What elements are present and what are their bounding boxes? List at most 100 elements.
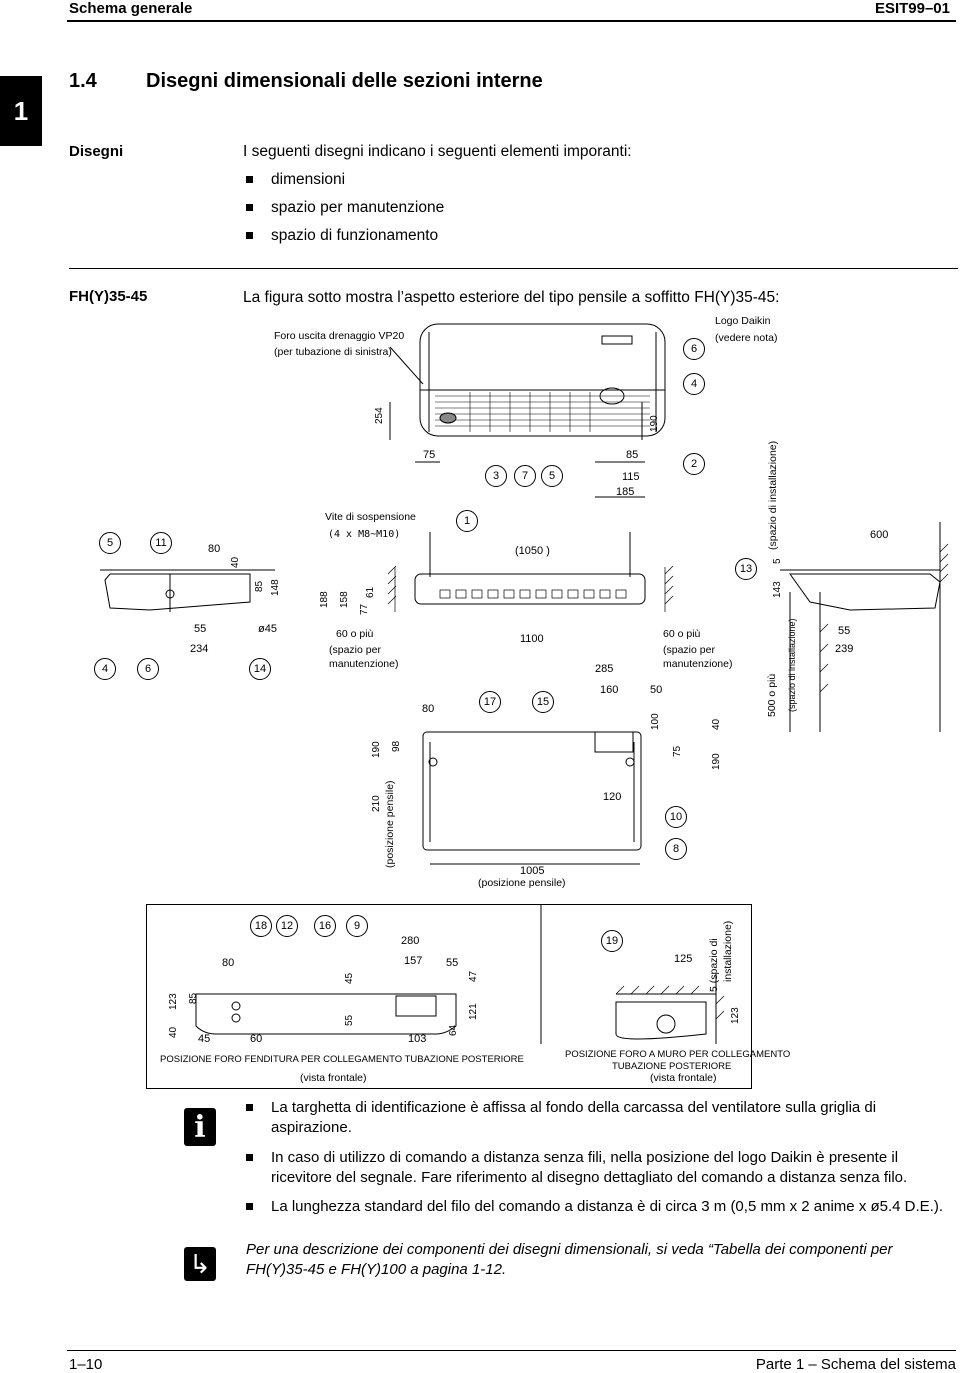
callout-6: 6 xyxy=(683,338,705,360)
svg-text:80: 80 xyxy=(422,703,434,715)
svg-text:239: 239 xyxy=(835,643,853,655)
svg-text:121: 121 xyxy=(468,1003,479,1020)
label-manut-left-3: manutenzione) xyxy=(329,658,399,670)
callout-14: 14 xyxy=(249,658,271,680)
svg-text:190: 190 xyxy=(711,753,722,770)
svg-text:80: 80 xyxy=(208,543,220,555)
svg-text:280: 280 xyxy=(401,935,419,947)
svg-text:50: 50 xyxy=(650,684,662,696)
label-posizione-pensile-vertical: (posizione pensile) xyxy=(384,780,396,868)
svg-text:1100: 1100 xyxy=(520,633,544,645)
label-manut-left-1: 60 o più xyxy=(336,628,374,640)
info-icon: i xyxy=(184,1108,216,1146)
svg-text:80: 80 xyxy=(222,957,234,969)
running-header-right: ESIT99–01 xyxy=(874,0,950,17)
svg-text:40: 40 xyxy=(230,556,241,568)
reference-text: Per una descrizione dei componenti dei d… xyxy=(246,1241,893,1278)
label-cinquecento: 500 o più xyxy=(766,673,778,717)
caption-right-2: TUBAZIONE POSTERIORE xyxy=(612,1061,732,1072)
callout-3: 3 xyxy=(485,465,507,487)
unit-front-view xyxy=(414,532,646,605)
callout-6b: 6 xyxy=(137,658,159,680)
callout-11: 11 xyxy=(150,532,172,554)
svg-text:85: 85 xyxy=(188,992,199,1004)
disegni-bullet-1: dimensioni xyxy=(271,171,346,188)
unit-top-view xyxy=(419,323,666,437)
svg-text:ø45: ø45 xyxy=(258,623,277,635)
unit-side-view-left xyxy=(100,569,275,612)
callout-1: 1 xyxy=(456,510,478,532)
svg-text:100: 100 xyxy=(650,713,661,730)
callout-8: 8 xyxy=(665,838,687,860)
svg-text:77: 77 xyxy=(359,603,370,615)
label-manut-left-2: (spazio per xyxy=(329,644,381,656)
callout-15: 15 xyxy=(532,691,554,713)
section-rule xyxy=(69,268,958,269)
svg-text:55: 55 xyxy=(344,1014,355,1026)
footer-part-title: Parte 1 – Schema del sistema xyxy=(755,1356,956,1373)
svg-text:55: 55 xyxy=(194,623,206,635)
svg-text:148: 148 xyxy=(270,579,281,596)
section-heading: Disegni dimensionali delle sezioni inter… xyxy=(146,70,543,92)
bullet-icon xyxy=(246,176,253,183)
callout-18: 18 xyxy=(250,915,272,937)
callout-9: 9 xyxy=(346,915,368,937)
model-intro: La figura sotto mostra l’aspetto esterio… xyxy=(243,289,780,306)
svg-text:157: 157 xyxy=(404,955,422,967)
label-spazio-install-vertical-2: (spazio di installazione) xyxy=(787,618,797,712)
callout-10: 10 xyxy=(665,806,687,828)
svg-text:158: 158 xyxy=(339,591,350,608)
label-spazio-install-vertical: (spazio di installazione) xyxy=(767,440,779,550)
svg-text:185: 185 xyxy=(616,486,634,498)
label-vite-spec: (4 x M8~M10) xyxy=(328,529,401,540)
label-logo-daikin: Logo Daikin xyxy=(715,315,771,327)
label-vedere-nota: (vedere nota) xyxy=(715,332,778,344)
callout-17: 17 xyxy=(479,691,501,713)
svg-text:55: 55 xyxy=(838,625,850,637)
disegni-bullet-2: spazio per manutenzione xyxy=(271,199,445,216)
label-manut-right-2: (spazio per xyxy=(663,644,715,656)
label-foro-uscita: Foro uscita drenaggio VP20 xyxy=(274,330,405,342)
note-2: In caso di utilizzo di comando a distanz… xyxy=(271,1149,908,1186)
svg-text:285: 285 xyxy=(595,663,613,675)
caption-left-1: POSIZIONE FORO FENDITURA PER COLLEGAMENT… xyxy=(160,1054,524,1065)
callout-7: 7 xyxy=(514,465,536,487)
callout-5b: 5 xyxy=(99,532,121,554)
svg-text:45: 45 xyxy=(344,972,355,984)
label-per-tubazione: (per tubazione di sinistra) xyxy=(274,346,392,358)
caption-right-3: (vista frontale) xyxy=(650,1072,717,1084)
callout-13: 13 xyxy=(735,558,757,580)
label-vite-sospensione: Vite di sospensione xyxy=(325,511,416,523)
svg-text:55: 55 xyxy=(446,957,458,969)
label-spazio-di: 5 (spazio di xyxy=(708,938,720,992)
callout-4: 4 xyxy=(683,373,705,395)
rear-piping-drawing: 80 280 157 55 47 45 123 85 55 121 40 45 … xyxy=(146,904,752,1089)
svg-text:254: 254 xyxy=(374,407,385,424)
callout-5: 5 xyxy=(541,465,563,487)
svg-text:75: 75 xyxy=(672,745,683,757)
bullet-icon xyxy=(246,204,253,211)
callout-12: 12 xyxy=(276,915,298,937)
bullet-icon xyxy=(246,1104,253,1111)
svg-text:60: 60 xyxy=(250,1033,262,1045)
section-number: 1.4 xyxy=(69,70,97,92)
svg-text:143: 143 xyxy=(772,581,783,598)
svg-text:5: 5 xyxy=(772,558,783,564)
svg-text:103: 103 xyxy=(408,1033,426,1045)
label-manut-right-1: 60 o più xyxy=(663,628,701,640)
bullet-icon xyxy=(246,1203,253,1210)
callout-19: 19 xyxy=(601,930,623,952)
callout-2: 2 xyxy=(683,453,705,475)
disegni-bullet-3: spazio di funzionamento xyxy=(271,227,439,244)
svg-text:47: 47 xyxy=(468,970,479,982)
svg-text:(1050 ): (1050 ) xyxy=(515,545,550,557)
svg-text:188: 188 xyxy=(319,591,330,608)
svg-text:600: 600 xyxy=(870,529,888,541)
label-posizione-pensile: (posizione pensile) xyxy=(478,877,566,889)
svg-text:123: 123 xyxy=(730,1007,741,1024)
svg-text:190: 190 xyxy=(371,741,382,758)
chapter-tab: 1 xyxy=(0,76,42,146)
callout-4b: 4 xyxy=(94,658,116,680)
side-label-disegni: Disegni xyxy=(69,143,124,160)
label-manut-right-3: manutenzione) xyxy=(663,658,733,670)
